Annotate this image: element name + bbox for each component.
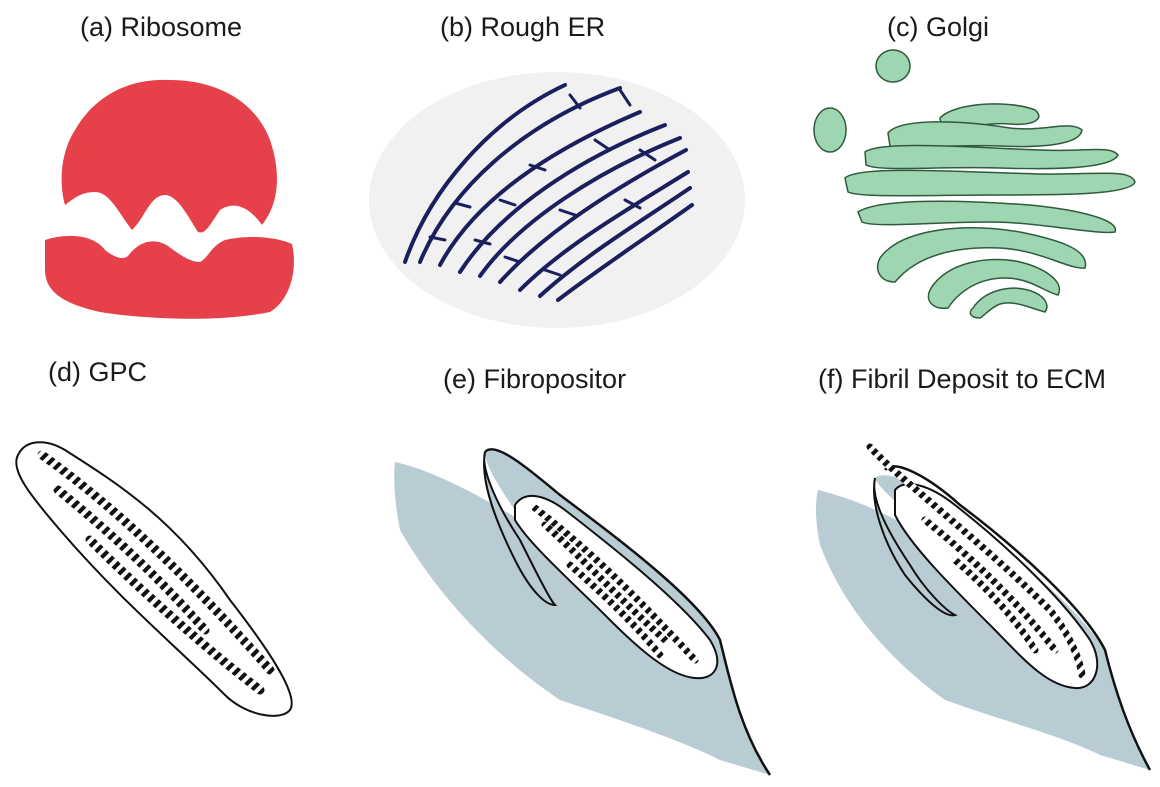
deposit-cell-body bbox=[816, 475, 1150, 770]
ribosome-large-subunit bbox=[62, 80, 277, 233]
fibropositor-illustration bbox=[394, 449, 770, 775]
golgi-cisterna-2 bbox=[888, 122, 1082, 148]
golgi-illustration bbox=[814, 50, 1135, 318]
golgi-cisterna-4 bbox=[845, 170, 1135, 195]
golgi-vesicle-top bbox=[876, 50, 910, 82]
rough-er-illustration bbox=[369, 72, 745, 328]
rough-er-background bbox=[369, 72, 745, 328]
golgi-vesicle-left bbox=[814, 108, 846, 152]
fibropositor-cell-body bbox=[394, 449, 770, 775]
golgi-cisterna-3 bbox=[865, 146, 1118, 169]
ribosome-illustration bbox=[45, 80, 294, 319]
ribosome-small-subunit bbox=[45, 236, 294, 319]
golgi-cisterna-8 bbox=[970, 288, 1046, 318]
fibril-deposit-illustration bbox=[816, 447, 1150, 770]
gpc-illustration bbox=[16, 442, 292, 716]
